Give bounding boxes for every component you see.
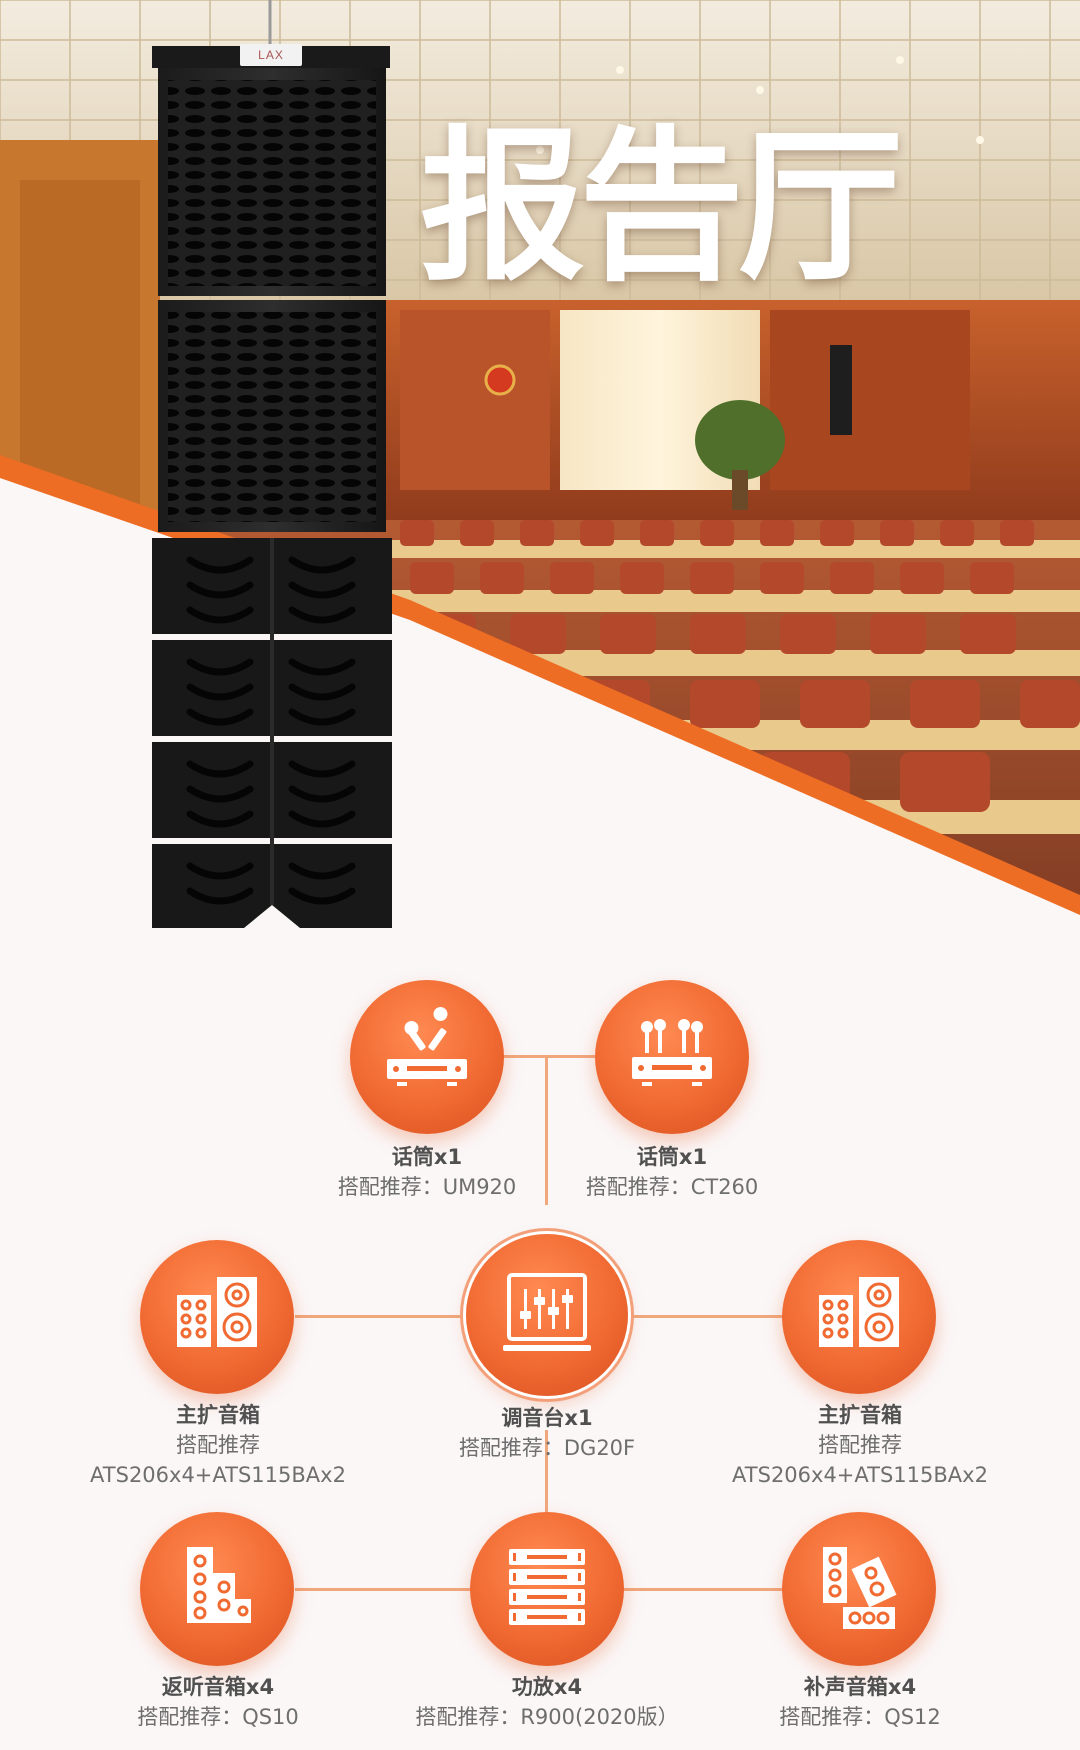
main-speaker-left-rec: 搭配推荐 [176, 1433, 260, 1457]
mic2-recommendation: 搭配推荐：CT260 [585, 1175, 759, 1199]
monitor-speaker-name: 返听音箱x4 [161, 1675, 275, 1699]
mic2-name: 话筒x1 [636, 1145, 708, 1169]
gooseneck-mic-receiver-icon [632, 1019, 712, 1086]
mixing-console-icon [503, 1273, 591, 1351]
connector-line [545, 1430, 548, 1520]
hero-banner: LAX 报告厅 [0, 0, 1080, 928]
line-array-speaker [152, 0, 392, 928]
fill-speaker-icon [823, 1547, 897, 1629]
line-array-speaker-icon [177, 1277, 257, 1347]
monitor-speaker-label: 返听音箱x4 搭配推荐：QS10 [48, 1672, 388, 1732]
monitor-speaker-node [140, 1512, 294, 1666]
connector-line [295, 1315, 465, 1318]
mic1-recommendation: 搭配推荐：UM920 [337, 1175, 517, 1199]
main-speaker-right-node [782, 1240, 936, 1394]
main-speaker-right-model: ATS206x4+ATS115BAx2 [732, 1463, 988, 1487]
main-speaker-right-rec: 搭配推荐 [818, 1433, 902, 1457]
main-speaker-left-name: 主扩音箱 [176, 1403, 260, 1427]
mic1-name: 话筒x1 [391, 1145, 463, 1169]
fill-speaker-name: 补声音箱x4 [803, 1675, 917, 1699]
main-speaker-left-model: ATS206x4+ATS115BAx2 [90, 1463, 346, 1487]
mic2-label: 话筒x1 搭配推荐：CT260 [502, 1142, 842, 1202]
main-speaker-right-name: 主扩音箱 [818, 1403, 902, 1427]
mixer-recommendation: 搭配推荐：DG20F [458, 1436, 636, 1460]
power-amplifier-rack-icon [509, 1549, 585, 1625]
mic1-label: 话筒x1 搭配推荐：UM920 [257, 1142, 597, 1202]
amplifier-rec: 搭配推荐：R900(2020版） [415, 1705, 679, 1729]
mic2-node [595, 980, 749, 1134]
connector-line [545, 1055, 548, 1205]
mixer-name: 调音台x1 [501, 1406, 593, 1430]
main-speaker-right-label: 主扩音箱 搭配推荐 ATS206x4+ATS115BAx2 [690, 1400, 1030, 1490]
mic1-node [350, 980, 504, 1134]
connector-line [295, 1588, 475, 1591]
mixer-label: 调音台x1 搭配推荐：DG20F [377, 1403, 717, 1463]
connector-line [630, 1315, 790, 1318]
monitor-speaker-icon [187, 1547, 251, 1623]
auditorium-photo [0, 0, 1080, 928]
main-speaker-left-label: 主扩音箱 搭配推荐 ATS206x4+ATS115BAx2 [48, 1400, 388, 1490]
system-diagram: 话筒x1 搭配推荐：UM920 话筒x1 搭配推荐：CT260 主扩音箱 [0, 960, 1080, 1750]
mixer-node [466, 1234, 628, 1396]
brand-logo: LAX [240, 44, 302, 66]
dual-handheld-mic-receiver-icon [387, 1007, 467, 1086]
monitor-speaker-rec: 搭配推荐：QS10 [137, 1705, 299, 1729]
amplifier-name: 功放x4 [511, 1675, 583, 1699]
line-array-speaker-icon [819, 1277, 899, 1347]
main-speaker-left-node [140, 1240, 294, 1394]
fill-speaker-node [782, 1512, 936, 1666]
connector-line [620, 1588, 790, 1591]
fill-speaker-rec: 搭配推荐：QS12 [779, 1705, 941, 1729]
amplifier-label: 功放x4 搭配推荐：R900(2020版） [377, 1672, 717, 1732]
fill-speaker-label: 补声音箱x4 搭配推荐：QS12 [690, 1672, 1030, 1732]
page-title: 报告厅 [420, 111, 903, 303]
amplifier-node [470, 1512, 624, 1666]
